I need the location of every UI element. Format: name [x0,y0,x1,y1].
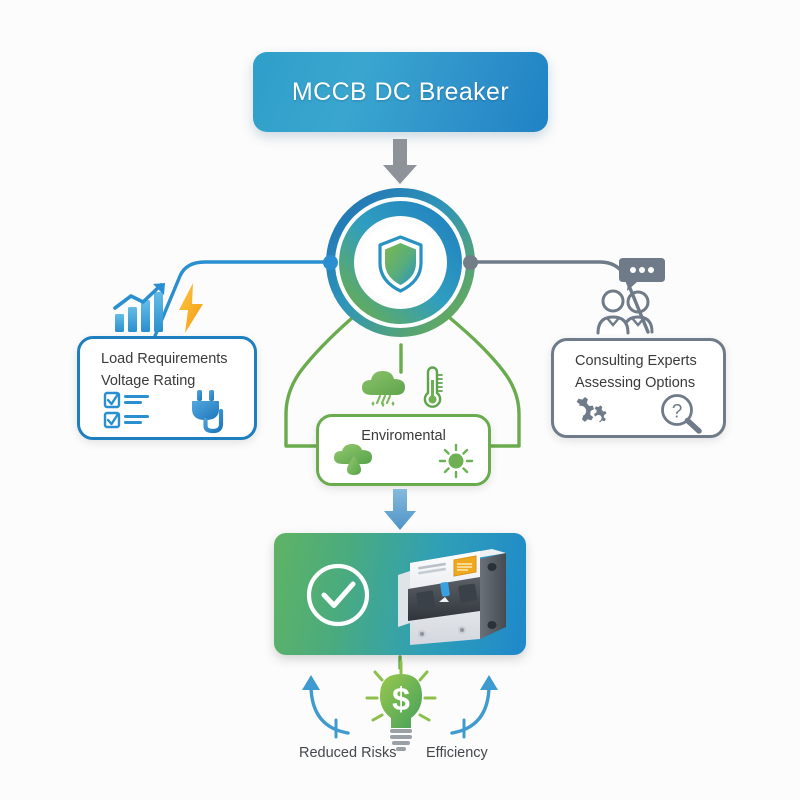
bar-chart-growth-icon [113,283,165,332]
title-pill: MCCB DC Breaker [253,52,548,132]
two-people-icon [596,289,654,335]
card-right-line-2: Assessing Options [575,375,696,391]
mccb-breaker-device-icon [398,549,506,645]
page-title: MCCB DC Breaker [291,77,510,106]
right-connector-dot [463,255,478,270]
lightning-bolt-icon [179,283,203,333]
load-requirements-card[interactable]: Load Requirements Voltage Rating [77,336,257,440]
power-plug-icon [192,390,224,434]
speech-bubble-icon [619,258,665,291]
svg-text:?: ? [672,402,683,423]
card-right-line-1: Consulting Experts [575,353,697,369]
checklist-icon [103,391,149,429]
lightbulb-dollar-icon: $ [365,660,437,751]
down-arrow-gray-icon [383,139,417,184]
cloud-rain-icon [362,371,405,408]
outcome-arrows [302,675,498,739]
gears-icon [575,396,607,423]
card-left-line-2: Voltage Rating [101,373,196,389]
cloud-droplet-icon [334,444,372,475]
card-env-line-1: Enviromental [361,428,446,444]
central-hub [323,188,478,337]
thermometer-icon [423,366,443,408]
consulting-experts-card[interactable]: Consulting Experts Assessing Options [551,338,726,438]
sun-icon [438,443,474,479]
left-connector-dot [323,255,338,270]
magnifier-question-icon: ? [661,394,702,434]
card-left-line-1: Load Requirements [101,351,228,367]
outcome-label-efficiency: Efficiency [426,745,488,761]
svg-text:$: $ [392,681,410,717]
shield-icon [378,235,423,293]
check-circle-icon [306,563,370,627]
outcome-label-reduced-risks: Reduced Risks [299,745,397,761]
down-arrow-blue-icon [384,489,416,530]
